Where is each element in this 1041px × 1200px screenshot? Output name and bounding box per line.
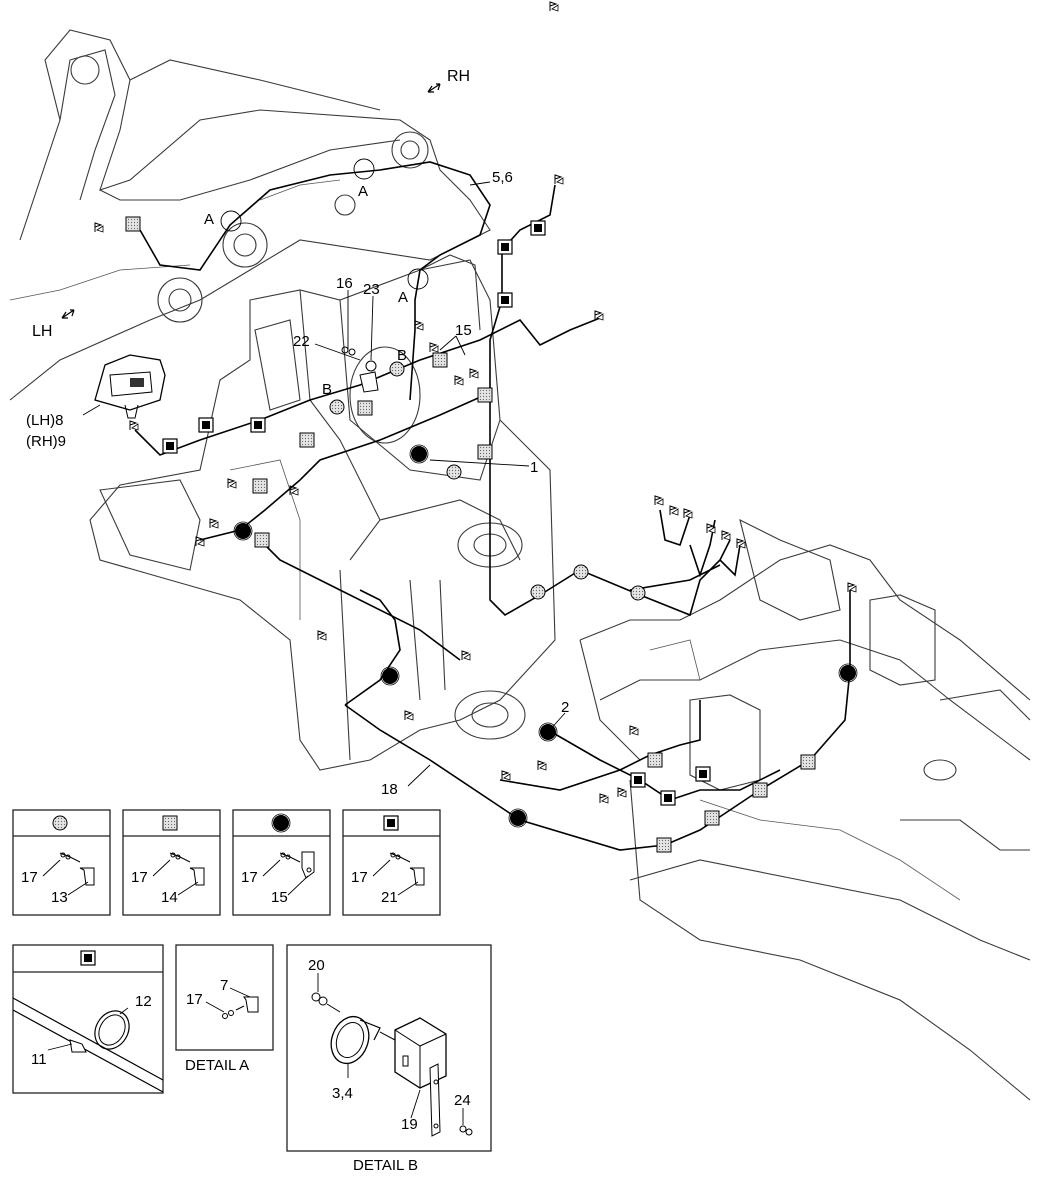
lh-label: LH [32,323,52,340]
callout-23: 23 [363,281,380,298]
legend-black-circle: 17 15 [232,809,331,916]
detail-a-caption: DETAIL A [185,1057,249,1074]
tie-detail-box: 12 11 [12,944,164,1094]
detail-a-box: 7 17 [175,944,274,1051]
detail-b-part-box: 19 [401,1116,418,1133]
legend3-part-a: 17 [241,869,258,886]
callout-15: 15 [455,322,472,339]
callout-1: 1 [530,459,538,476]
tie-part-base: 11 [31,1051,47,1068]
callout-9: (RH)9 [26,433,66,450]
legend4-part-a: 17 [351,869,368,886]
callout-18: 18 [381,781,398,798]
detail-b-part-screw: 24 [454,1092,471,1109]
detail-a-circles [220,158,429,290]
legend-dotted-square: 17 14 [122,809,221,916]
legend-dotted-circle: 17 13 [12,809,111,916]
callout-5-6: 5,6 [492,169,513,186]
detail-a-part-b: 17 [186,991,203,1008]
work-light [94,354,166,419]
detail-b-part-horn: 3,4 [332,1085,353,1102]
detail-b-box: 20 3,4 19 24 [286,944,492,1152]
rh-label: RH [447,68,470,85]
boom-harness [139,161,491,401]
legend2-part-b: 14 [161,889,178,906]
legend4-part-b: 21 [381,889,398,906]
detail-b-caption: DETAIL B [353,1157,418,1174]
front-frame-outline [89,254,556,771]
legend1-part-a: 17 [21,869,38,886]
detail-marker-b-2: B [322,381,332,398]
detail-b-part-bolt: 20 [308,957,325,974]
callout-8: (LH)8 [26,412,64,429]
horn-small [341,346,379,393]
main-harness [134,184,851,851]
detail-marker-a-2: A [358,183,368,200]
detail-a-part-a: 7 [220,977,228,994]
legend1-part-b: 13 [51,889,68,906]
legend2-part-a: 17 [131,869,148,886]
legend3-part-b: 15 [271,889,288,906]
detail-marker-a-3: A [398,289,408,306]
legend-black-square: 17 21 [342,809,441,916]
connector-flags [94,1,857,804]
callout-leaders [82,181,566,787]
callout-22: 22 [293,333,310,350]
rear-frame-outline [579,518,1031,1101]
boom-arm-outline [9,29,491,401]
direction-arrows [61,83,441,319]
detail-marker-a-1: A [204,211,214,228]
callout-2: 2 [561,699,569,716]
detail-marker-b-1: B [397,347,407,364]
tie-part-tie: 12 [135,993,152,1010]
callout-16: 16 [336,275,353,292]
